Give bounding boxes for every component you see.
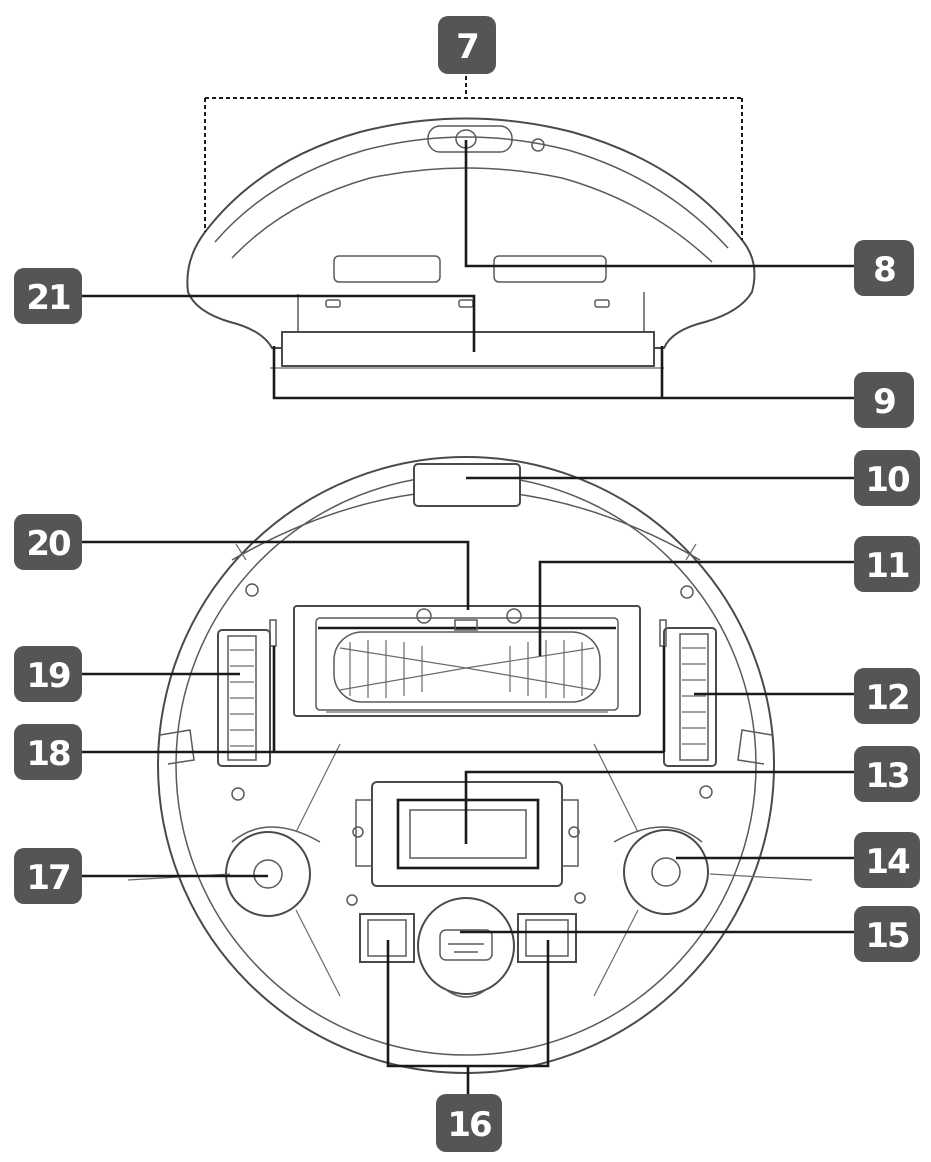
callout-21: 21: [14, 268, 82, 324]
callout-12: 12: [854, 668, 920, 724]
callout-9-label: 9: [873, 382, 895, 422]
callout-8: 8: [854, 240, 914, 296]
callout-16: 16: [436, 1094, 502, 1152]
callout-15: 15: [854, 906, 920, 962]
callout-7: 7: [438, 16, 496, 74]
callout-10: 10: [854, 450, 920, 506]
callout-9: 9: [854, 372, 914, 428]
mop-module-drawing: [186, 117, 756, 369]
callout-15-label: 15: [865, 916, 909, 956]
callout-19: 19: [14, 646, 82, 702]
callout-17-label: 17: [26, 858, 69, 898]
callout-7-label: 7: [456, 27, 478, 67]
callout-14-label: 14: [865, 842, 910, 882]
callout-19-label: 19: [26, 656, 70, 696]
callout-18: 18: [14, 724, 82, 780]
callout-21-label: 21: [26, 278, 70, 318]
callout-18-label: 18: [26, 734, 70, 774]
callout-14: 14: [854, 832, 920, 888]
callout-12-label: 12: [865, 678, 908, 718]
callout-8-label: 8: [873, 250, 895, 290]
callout-13: 13: [854, 746, 920, 802]
callout-11: 11: [854, 536, 920, 592]
callout-17: 17: [14, 848, 82, 904]
robot-underside-drawing: [127, 456, 813, 1074]
callout-13-label: 13: [865, 756, 908, 796]
callout-10-label: 10: [865, 460, 910, 500]
callout-11-label: 11: [865, 546, 909, 586]
leader-lines: [82, 76, 854, 1094]
callout-20: 20: [14, 514, 82, 570]
callout-16-label: 16: [447, 1105, 491, 1145]
callout-badges: 7 8 9 10 11 12 13 14: [14, 16, 920, 1152]
callout-20-label: 20: [26, 524, 71, 564]
